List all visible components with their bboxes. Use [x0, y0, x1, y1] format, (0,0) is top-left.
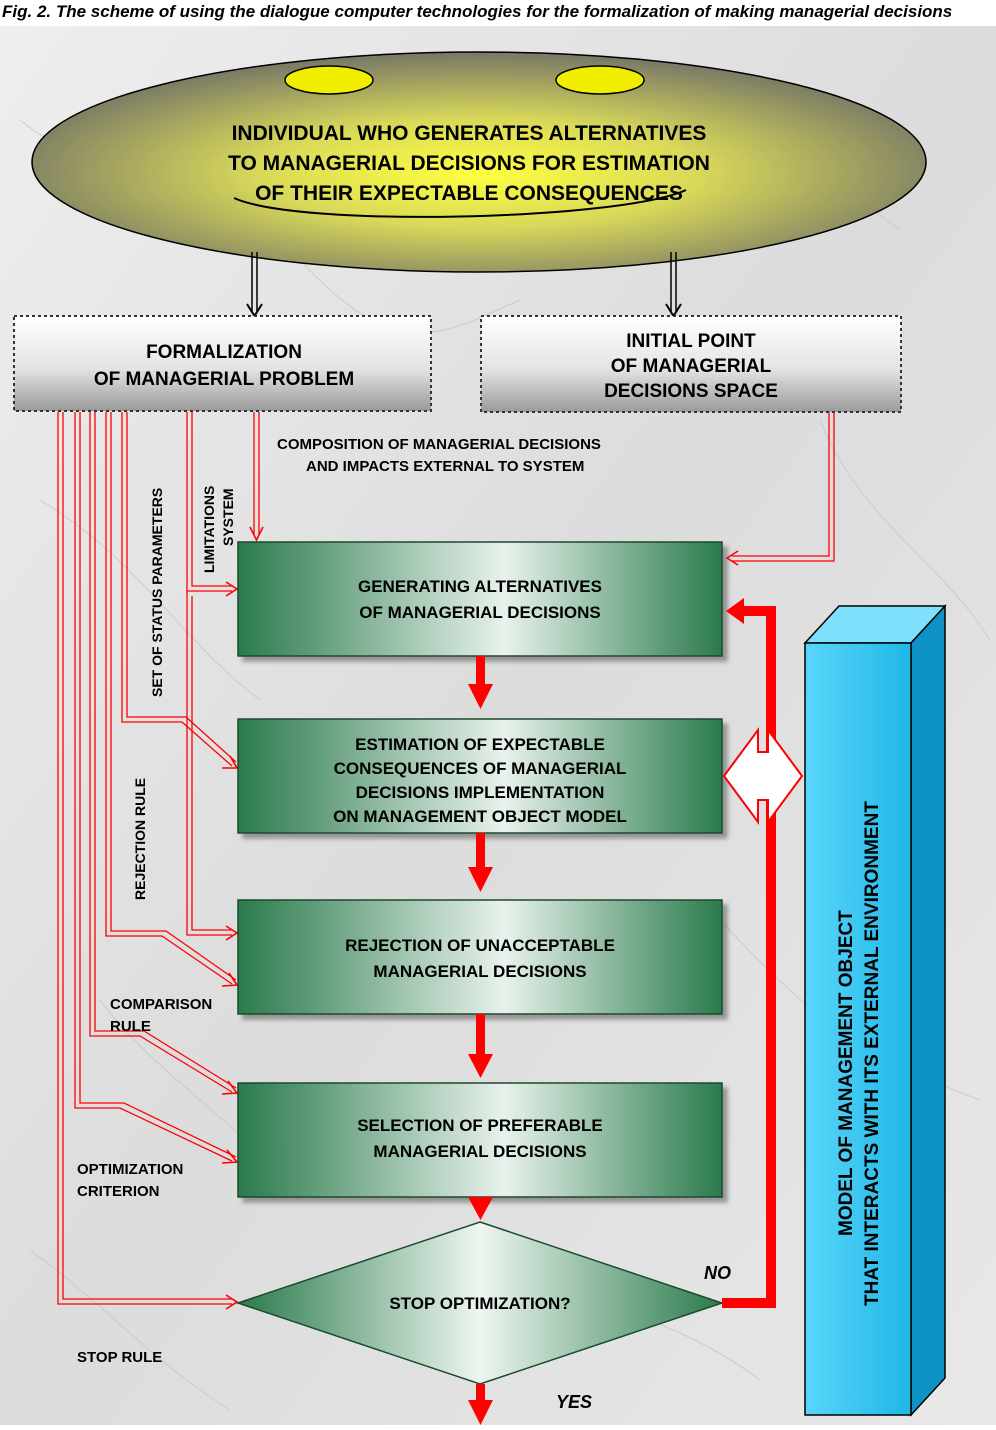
- initial-point-line-3: DECISIONS SPACE: [604, 381, 778, 402]
- flow-arrow-1: [468, 656, 493, 709]
- generating-line-2: OF MANAGERIAL DECISIONS: [359, 603, 600, 622]
- ellipse-line-2: TO MANAGERIAL DECISIONS FOR ESTIMATION: [228, 152, 710, 175]
- formalization-line-1: FORMALIZATION: [146, 342, 302, 363]
- rejection-line-2: MANAGERIAL DECISIONS: [373, 962, 586, 981]
- formalization-box: FORMALIZATION OF MANAGERIAL PROBLEM: [13, 315, 432, 412]
- model-column: MODEL OF MANAGEMENT OBJECT THAT INTERACT…: [803, 604, 947, 1417]
- figure-caption: Fig. 2. The scheme of using the dialogue…: [2, 2, 952, 21]
- formalization-feed-lines: [57, 412, 835, 1310]
- decision-diamond: STOP OPTIMIZATION?: [235, 1221, 725, 1385]
- limitations-label-line-1: LIMITATIONS: [201, 486, 217, 573]
- status-params-label: SET OF STATUS PARAMETERS: [149, 488, 165, 697]
- rejection-line-1: REJECTION OF UNACCEPTABLE: [345, 936, 615, 955]
- generating-box: [237, 541, 723, 657]
- rejection-box: [237, 899, 723, 1015]
- model-line-1: MODEL OF MANAGEMENT OBJECT: [836, 910, 857, 1236]
- generating-line-1: GENERATING ALTERNATIVES: [358, 577, 602, 596]
- decision-no-label: NO: [704, 1263, 731, 1283]
- flow-arrow-no-loop: [722, 598, 776, 1308]
- flow-arrow-yes: [468, 1384, 493, 1425]
- stop-rule-label: STOP RULE: [77, 1349, 162, 1366]
- composition-label-line-1: COMPOSITION OF MANAGERIAL DECISIONS: [277, 436, 601, 453]
- initial-point-box: INITIAL POINT OF MANAGERIAL DECISIONS SP…: [480, 315, 902, 413]
- flow-arrows: [468, 598, 776, 1425]
- initial-point-line-2: OF MANAGERIAL: [611, 356, 772, 377]
- selection-line-2: MANAGERIAL DECISIONS: [373, 1142, 586, 1161]
- flow-arrow-3: [468, 1014, 493, 1078]
- ellipse-left-eye-icon: [284, 65, 374, 95]
- comparison-rule-label-line-2: RULE: [110, 1018, 151, 1035]
- ellipse-smile-icon: [233, 189, 687, 218]
- selection-line-1: SELECTION OF PREFERABLE: [357, 1116, 603, 1135]
- ellipse-line-1: INDIVIDUAL WHO GENERATES ALTERNATIVES: [232, 122, 707, 145]
- flow-arrow-2: [468, 833, 493, 892]
- optimization-criterion-label-line-2: CRITERION: [77, 1183, 160, 1200]
- formalization-line-2: OF MANAGERIAL PROBLEM: [94, 369, 354, 390]
- feed-labels: COMPOSITION OF MANAGERIAL DECISIONS AND …: [77, 436, 601, 1366]
- model-line-2: THAT INTERACTS WITH ITS EXTERNAL ENVIRON…: [862, 801, 883, 1306]
- individual-ellipse: INDIVIDUAL WHO GENERATES ALTERNATIVES TO…: [31, 51, 927, 273]
- estimation-line-4: ON MANAGEMENT OBJECT MODEL: [333, 807, 627, 826]
- estimation-line-1: ESTIMATION OF EXPECTABLE: [355, 735, 605, 754]
- bidirectional-arrow-icon: [722, 726, 804, 826]
- estimation-line-2: CONSEQUENCES OF MANAGERIAL: [334, 759, 627, 778]
- comparison-rule-label-line-1: COMPARISON: [110, 996, 212, 1013]
- flow-arrow-4: [468, 1197, 493, 1220]
- ellipse-line-3: OF THEIR EXPECTABLE CONSEQUENCES: [255, 182, 683, 205]
- composition-label-line-2: AND IMPACTS EXTERNAL TO SYSTEM: [306, 458, 584, 475]
- ellipse-output-arrows: [246, 252, 682, 318]
- selection-box: [237, 1082, 723, 1198]
- optimization-criterion-label-line-1: OPTIMIZATION: [77, 1161, 183, 1178]
- decision-label: STOP OPTIMIZATION?: [389, 1294, 570, 1313]
- rejection-rule-label: REJECTION RULE: [132, 778, 148, 900]
- estimation-box: [237, 718, 723, 834]
- limitations-label-line-2: SYSTEM: [220, 488, 236, 546]
- decision-yes-label: YES: [556, 1392, 592, 1412]
- initial-point-line-1: INITIAL POINT: [626, 331, 756, 352]
- estimation-line-3: DECISIONS IMPLEMENTATION: [356, 783, 605, 802]
- ellipse-right-eye-icon: [555, 65, 645, 95]
